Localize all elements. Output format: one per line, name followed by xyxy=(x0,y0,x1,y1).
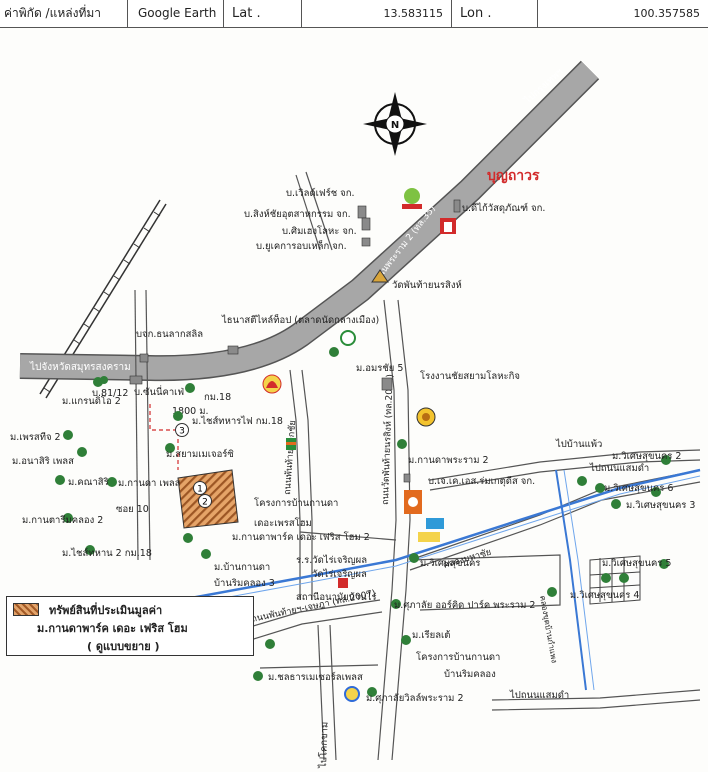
temple-icon xyxy=(371,269,389,283)
svg-text:ม.กานตารีมคลอง 2: ม.กานตารีมคลอง 2 xyxy=(22,514,103,526)
svg-text:2: 2 xyxy=(202,498,208,508)
svg-text:ม.กานดาพระราม 2: ม.กานดาพระราม 2 xyxy=(408,455,489,466)
legend-subtitle: ม.กานดาพาร์ค เดอะ เฟริส โฮม xyxy=(37,622,188,635)
svg-text:1: 1 xyxy=(197,485,203,495)
legend-note: ( ดูแบบขยาย ) xyxy=(87,640,160,653)
svg-text:ม.วิเศษสุขนคร: ม.วิเศษสุขนคร xyxy=(420,558,480,569)
svg-text:ม.เรียลเต้: ม.เรียลเต้ xyxy=(412,629,450,641)
svg-text:ม.อนาสิริ เพลส: ม.อนาสิริ เพลส xyxy=(12,456,74,467)
distance-label: 1800 ม. xyxy=(172,406,208,417)
svg-text:บจก.ธนลากสลิล: บจก.ธนลากสลิล xyxy=(136,329,203,340)
svg-text:ไธนาสตีไหล์ท็อป (ตลาดนัดกลางเม: ไธนาสตีไหล์ท็อป (ตลาดนัดกลางเมือง) xyxy=(221,313,379,326)
brand-label: บุญถาวร xyxy=(487,168,540,184)
legend-swatch xyxy=(13,603,39,616)
brand-logo-icon xyxy=(402,188,422,209)
svg-text:บ.ยูเคการอบเหล็ก จก.: บ.ยูเคการอบเหล็ก จก. xyxy=(256,239,347,252)
svg-text:ม.อมรชัย 5: ม.อมรชัย 5 xyxy=(356,363,403,374)
svg-text:บ.ซันนี่คาเฟ่: บ.ซันนี่คาเฟ่ xyxy=(134,385,184,398)
ptt-icon xyxy=(344,686,360,702)
svg-text:ม.วิเศษสุขนคร 3: ม.วิเศษสุขนคร 3 xyxy=(626,500,695,511)
svg-text:ร.ร.วัดไร่เจริญผล: ร.ร.วัดไร่เจริญผล xyxy=(296,554,367,566)
map-legend: ทรัพย์สินที่ประเมินมูลค่า ม.กานดาพาร์ค เ… xyxy=(6,596,254,656)
location-map[interactable]: N บุญถาวร ไปจังหวัดสมุทรสงคราม ไปกรุงเทพ… xyxy=(0,27,708,772)
road-label-suksawat: ถนนวัดพันท้ายนรสิงห์ (ทล.2004) xyxy=(379,374,396,505)
road-label-samut: ไปจังหวัดสมุทรสงคราม xyxy=(29,361,131,373)
road-label-khok-kham: ไปโคกขาม xyxy=(317,722,331,769)
source-field-label: ค่าพิกัด /แหล่งที่มา xyxy=(0,0,128,27)
svg-text:ม.ชลธารเมเซอร์ลเพลส: ม.ชลธารเมเซอร์ลเพลส xyxy=(268,671,363,683)
svg-text:ม.สยามเมเจอร์ซิ: ม.สยามเมเจอร์ซิ xyxy=(166,448,234,460)
school-icon xyxy=(338,578,348,588)
svg-text:บ.สิงห์ชัยอุตสาหกรรม จก.: บ.สิงห์ชัยอุตสาหกรรม จก. xyxy=(244,208,351,220)
svg-text:ม.กานดา เพลส: ม.กานดา เพลส xyxy=(118,478,181,489)
svg-text:ม.แกรนดิโอ 2: ม.แกรนดิโอ 2 xyxy=(62,395,121,407)
svg-text:โครงการบ้านกานดา: โครงการบ้านกานดา xyxy=(254,497,338,509)
road-label-saemdam-1: ไปบ้านแพ้ว xyxy=(555,438,602,450)
store-icon xyxy=(418,518,444,542)
svg-text:บ.เวิลด์เฟร์ช จก.: บ.เวิลด์เฟร์ช จก. xyxy=(286,187,355,199)
svg-text:กม.18: กม.18 xyxy=(204,392,231,403)
svg-text:โครงการบ้านกานดา: โครงการบ้านกานดา xyxy=(416,651,500,663)
compass-icon: N xyxy=(363,92,427,156)
lat-label: Lat . xyxy=(224,0,302,27)
svg-text:โรงงานชัยสยามโลหะกิจ: โรงงานชัยสยามโลหะกิจ xyxy=(420,370,520,382)
hospital-icon xyxy=(340,330,356,346)
svg-text:ม.กานดาพาร์ค เดอะ เฟริส โฮม 2: ม.กานดาพาร์ค เดอะ เฟริส โฮม 2 xyxy=(232,531,370,543)
svg-text:ม.ไชส์ทหารไฟ กม.18: ม.ไชส์ทหารไฟ กม.18 xyxy=(192,415,283,427)
shop-icon xyxy=(404,490,422,514)
road-label-saemdam-2: ไปถนนแสมดำ xyxy=(589,462,649,474)
svg-text:บ้านริมคลอง: บ้านริมคลอง xyxy=(444,669,496,680)
svg-text:ม.เพรสทีจ 2: ม.เพรสทีจ 2 xyxy=(10,431,61,443)
road-label-saemdam-3: ไปถนนแสมดำ xyxy=(509,689,569,701)
compass-letter: N xyxy=(391,120,399,131)
place-labels: บ.เวิลด์เฟร์ช จก. บ.สิงห์ชัยอุตสาหกรรม จ… xyxy=(10,187,695,704)
svg-text:บ.ดีไก้วัสดุภัณฑ์ จก.: บ.ดีไก้วัสดุภัณฑ์ จก. xyxy=(462,202,545,214)
svg-text:ม.ไชส์ทหาน 2 กม.18: ม.ไชส์ทหาน 2 กม.18 xyxy=(62,547,152,559)
svg-text:ม.วิเศษสุขนคร 4: ม.วิเศษสุขนคร 4 xyxy=(570,590,639,601)
petrol-station-icon xyxy=(416,407,436,427)
lat-value: 13.583115 xyxy=(302,0,452,27)
svg-text:บ้านริมคลอง 3: บ้านริมคลอง 3 xyxy=(214,578,275,589)
road-label-phanthai: ถนนพันท้าย-เอกชัย xyxy=(282,420,298,495)
factory-icon xyxy=(440,218,456,234)
seven-eleven-icon xyxy=(286,438,296,450)
svg-text:บ.ศิมเฮงโลหะ จก.: บ.ศิมเฮงโลหะ จก. xyxy=(282,225,357,237)
coordinate-header: ค่าพิกัด /แหล่งที่มา Google Earth Lat . … xyxy=(0,0,708,28)
svg-text:ม.วิเศษสุขนคร 2: ม.วิเศษสุขนคร 2 xyxy=(612,451,681,462)
highway-rama2[interactable] xyxy=(19,60,600,382)
svg-text:เดอะเพรสโฮม: เดอะเพรสโฮม xyxy=(254,517,312,529)
svg-text:สถานีอนามัยบ้านไร่: สถานีอนามัยบ้านไร่ xyxy=(296,591,376,603)
source-value: Google Earth xyxy=(128,0,224,27)
legend-title: ทรัพย์สินที่ประเมินมูลค่า xyxy=(49,604,163,617)
svg-text:ม.ศุภาลัย ออร์คิด ปาร์ค พระราม: ม.ศุภาลัย ออร์คิด ปาร์ค พระราม 2 xyxy=(394,599,535,611)
marker-1[interactable]: 1 xyxy=(193,481,207,495)
svg-text:วัดไร่เจริญผล: วัดไร่เจริญผล xyxy=(312,568,367,580)
lon-label: Lon . xyxy=(452,0,538,27)
svg-text:ม.วิเศษสุขนคร 6: ม.วิเศษสุขนคร 6 xyxy=(604,483,673,494)
tree-icons xyxy=(55,347,671,697)
marker-3[interactable]: 3 xyxy=(175,423,189,437)
svg-text:บ.เจ.เค.เอส.ร่มเกตุดีส จก.: บ.เจ.เค.เอส.ร่มเกตุดีส จก. xyxy=(428,475,535,487)
route-arrow xyxy=(149,404,179,470)
soi-label: ซอย 10 xyxy=(116,504,149,515)
marker-2[interactable]: 2 xyxy=(198,494,212,508)
house-icons xyxy=(129,199,461,483)
svg-text:ม.ศุภาลัยวิลล์พระราม 2: ม.ศุภาลัยวิลล์พระราม 2 xyxy=(366,692,464,704)
svg-text:ม.คณาสิริ: ม.คณาสิริ xyxy=(68,477,109,488)
secondary-roads xyxy=(134,171,701,761)
svg-text:บ.81/12: บ.81/12 xyxy=(92,388,128,399)
svg-text:ม.บ้านกานดา: ม.บ้านกานดา xyxy=(214,562,270,573)
shell-station-icon xyxy=(262,374,282,394)
svg-text:ม.วิเศษสุขนคร 5: ม.วิเศษสุขนคร 5 xyxy=(602,558,671,569)
canal-network xyxy=(179,468,701,691)
svg-text:3: 3 xyxy=(179,427,185,437)
lon-value: 100.357585 xyxy=(633,7,700,20)
svg-text:วัดพันท้ายนรสิงห์: วัดพันท้ายนรสิงห์ xyxy=(392,279,462,291)
